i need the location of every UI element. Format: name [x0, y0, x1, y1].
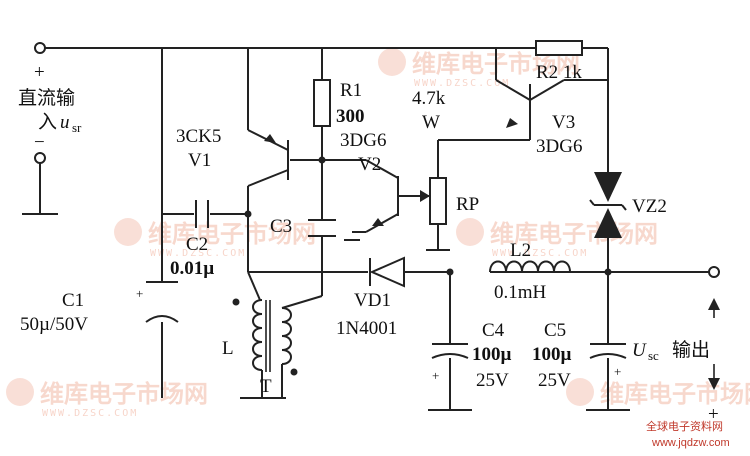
input-minus-label: −	[34, 132, 45, 153]
c5-plus-sign: +	[614, 364, 621, 379]
transistor-v3-symbol	[506, 84, 531, 128]
junction-dot	[446, 268, 454, 276]
rp-w-label: W	[422, 112, 440, 133]
t-label: T	[260, 376, 272, 397]
winding-dot	[290, 368, 298, 376]
input-var-subscript: sr	[72, 120, 82, 135]
terminals	[34, 42, 720, 376]
c5-value2-label: 25V	[538, 370, 571, 391]
input-label-line1: 直流输	[18, 87, 75, 109]
c4-plus-sign: +	[432, 368, 439, 383]
inductor-l2-symbol	[489, 260, 571, 273]
winding-dot	[232, 298, 240, 306]
l-label: L	[222, 338, 234, 359]
input-minus-terminal	[34, 152, 46, 164]
r2-label: R2 1k	[536, 62, 582, 83]
transistor-v1-symbol	[247, 129, 289, 187]
junction-dot	[318, 156, 326, 164]
q1-name-label: V1	[188, 150, 211, 171]
capacitor-c1-symbol: +	[136, 281, 179, 323]
vz2-label: VZ2	[632, 196, 667, 217]
q3-name-label: V3	[552, 112, 575, 133]
input-plus-terminal	[34, 42, 46, 54]
c3-label: C3	[270, 216, 292, 237]
input-label-line2: 入	[38, 111, 57, 133]
resistor-r1-symbol	[313, 79, 331, 127]
watermark-bottom: 维库电子市场网 WWW.DZSC.COM	[6, 378, 208, 419]
zener-vz2-symbol	[589, 172, 627, 238]
r1-name-label: R1	[340, 80, 362, 101]
watermark-bottom-right: 维库电子市场网	[566, 378, 750, 408]
junction-dot	[244, 210, 252, 218]
watermark-brand-bottom-right: 维库电子市场网	[600, 380, 750, 408]
watermark-url-bottom: WWW.DZSC.COM	[42, 408, 138, 419]
r1-value-label: 300	[336, 106, 365, 127]
watermark-brand-bottom: 维库电子市场网	[40, 380, 208, 408]
potentiometer-wiper-arrow	[420, 190, 430, 202]
rp-value-label: 4.7k	[412, 88, 446, 109]
c4-value2-label: 25V	[476, 370, 509, 391]
watermark-url-top: WWW.DZSC.COM	[414, 78, 510, 89]
output-voltage-arrows	[708, 298, 720, 390]
input-var-label: u	[60, 112, 70, 133]
footer-site-url: www.jqdzw.com	[651, 437, 730, 449]
wires	[22, 47, 710, 411]
q1-type-label: 3CK5	[176, 126, 221, 147]
capacitor-c4-symbol: +	[431, 343, 469, 383]
q3-type-label: 3DG6	[536, 136, 582, 157]
output-var-subscript: sc	[648, 348, 659, 363]
watermark-url-right: WWW.DZSC.COM	[492, 248, 588, 259]
l2-value-label: 0.1mH	[494, 282, 547, 303]
watermark-right: 维库电子市场网 WWW.DZSC.COM	[456, 218, 658, 259]
vd1-type-label: 1N4001	[336, 318, 397, 339]
output-var-label: U	[632, 340, 647, 361]
watermark-brand-mid: 维库电子市场网	[148, 220, 316, 248]
l2-name-label: L2	[510, 240, 531, 261]
c2-value-label: 0.01µ	[170, 258, 214, 279]
q2-type-label: 3DG6	[340, 130, 386, 151]
input-plus-label: +	[34, 62, 45, 83]
footer-credit: 全球电子资料网 www.jqdzw.com	[646, 419, 730, 449]
capacitor-c5-symbol: +	[589, 343, 627, 379]
rp-name-label: RP	[456, 194, 479, 215]
watermark-url-mid: WWW.DZSC.COM	[150, 248, 246, 259]
labels: + 直流输 入 u sr − R1 300 3CK5 V1 3DG6 V2 4.…	[18, 62, 719, 425]
c4-value1-label: 100µ	[472, 344, 512, 365]
c1-value-label: 50µ/50V	[20, 314, 88, 335]
capacitor-c2-symbol	[195, 200, 209, 228]
output-terminal	[708, 266, 720, 278]
q2-name-label: V2	[358, 154, 381, 175]
diode-vd1-symbol	[369, 256, 405, 288]
c5-value1-label: 100µ	[532, 344, 572, 365]
watermark-middle: 维库电子市场网 WWW.DZSC.COM	[114, 218, 316, 259]
transistor-v2-symbol	[372, 176, 399, 226]
c1-plus-sign: +	[136, 286, 143, 301]
capacitor-c3-symbol	[308, 219, 336, 237]
junction-dot	[604, 268, 612, 276]
potentiometer-rp-symbol	[429, 177, 447, 225]
vd1-name-label: VD1	[354, 290, 391, 311]
output-plus-label: +	[708, 404, 719, 425]
watermark-brand-right: 维库电子市场网	[490, 220, 658, 248]
output-text-label: 输出	[672, 339, 710, 361]
c1-name-label: C1	[62, 290, 84, 311]
c4-name-label: C4	[482, 320, 505, 341]
transformer-t-symbol	[252, 299, 292, 398]
footer-site-name: 全球电子资料网	[646, 419, 723, 433]
c5-name-label: C5	[544, 320, 566, 341]
watermark-layer: 维库电子市场网 WWW.DZSC.COM 维库电子市场网 WWW.DZSC.CO…	[6, 48, 750, 419]
c2-name-label: C2	[186, 234, 208, 255]
resistor-r2-symbol	[535, 40, 583, 56]
